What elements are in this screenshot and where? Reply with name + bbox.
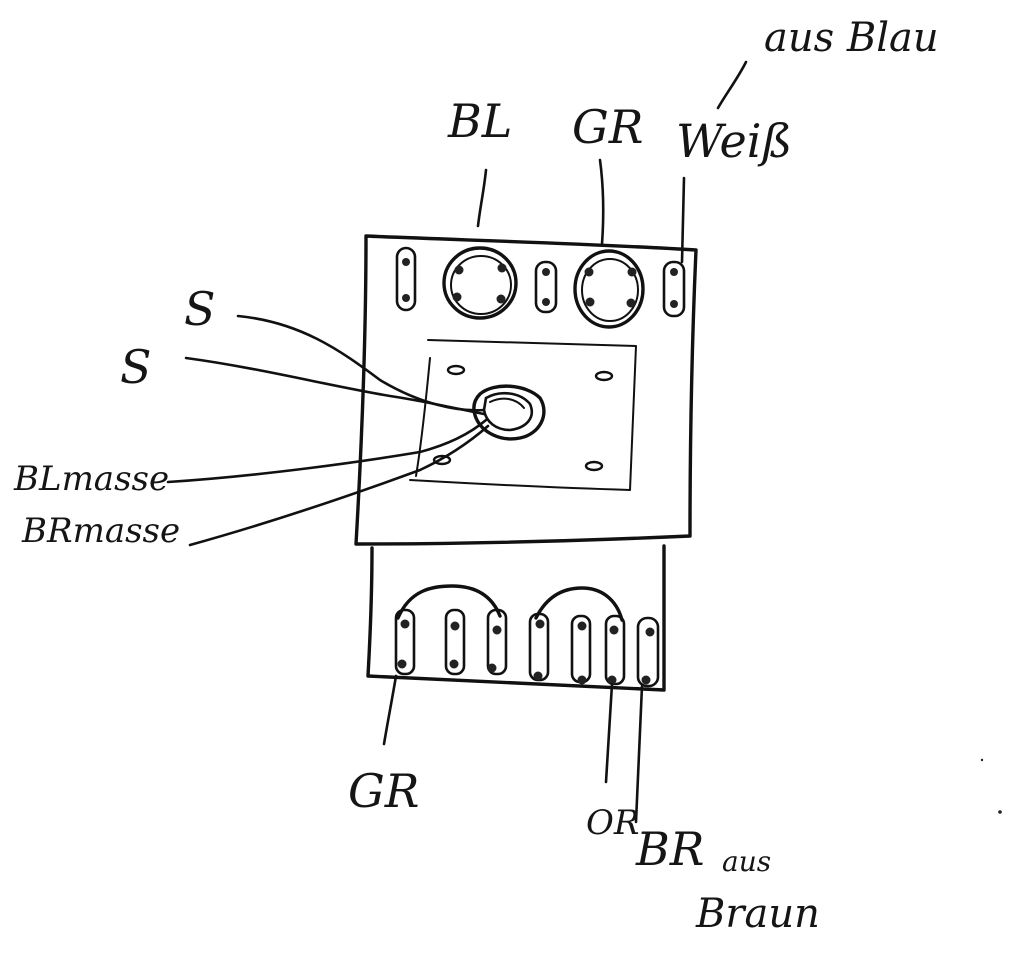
lower-pin-4 bbox=[528, 612, 550, 682]
lower-pin-6 bbox=[604, 614, 626, 686]
label-blue-ground: BLmasse bbox=[14, 459, 170, 499]
central-grommet bbox=[472, 384, 546, 441]
wire-signal-1 bbox=[236, 314, 486, 412]
wire-bottom-orange bbox=[604, 682, 614, 784]
mounting-plate bbox=[409, 339, 637, 491]
wire-brown-ground bbox=[188, 424, 490, 547]
top-terminal-blue bbox=[442, 246, 518, 320]
top-terminal-green bbox=[573, 249, 645, 329]
top-slot-left bbox=[395, 246, 417, 312]
lower-pin-5 bbox=[570, 614, 592, 685]
mounting-plate-left-edge bbox=[415, 357, 431, 477]
wire-bottom-green bbox=[382, 674, 398, 746]
wire-top-blue bbox=[476, 168, 488, 228]
stray-mark-2 bbox=[980, 758, 984, 762]
wire-note-arrow bbox=[716, 60, 748, 110]
label-top-white: Weiß bbox=[676, 114, 793, 168]
lower-pin-7 bbox=[636, 616, 660, 688]
plate-hole-bottom-right bbox=[584, 460, 604, 472]
label-brown-ground: BRmasse bbox=[22, 511, 181, 551]
wire-signal-2 bbox=[184, 356, 486, 416]
label-top-blue: BL bbox=[448, 94, 513, 148]
label-top-green: GR bbox=[572, 100, 644, 154]
lower-pin-2 bbox=[444, 608, 466, 676]
label-bottom-orange: OR bbox=[586, 803, 640, 843]
plate-hole-top-right bbox=[594, 370, 614, 382]
stray-mark-1 bbox=[998, 810, 1002, 814]
lower-pin-3 bbox=[486, 608, 508, 676]
label-top-white-note: aus Blau bbox=[764, 15, 939, 61]
label-signal-1: S bbox=[184, 282, 216, 336]
label-bottom-green: GR bbox=[348, 764, 420, 818]
label-bottom-brown: BR bbox=[636, 822, 705, 876]
lower-bridge-right bbox=[534, 586, 624, 622]
wire-top-green bbox=[598, 158, 605, 246]
label-bottom-brown-note-1: aus bbox=[722, 845, 772, 878]
wire-bottom-brown bbox=[634, 684, 644, 824]
wire-top-white bbox=[680, 176, 686, 264]
top-slot-right bbox=[662, 260, 686, 318]
wire-blue-ground bbox=[166, 418, 488, 484]
top-slot-middle bbox=[534, 260, 558, 314]
label-signal-2: S bbox=[120, 340, 152, 394]
label-bottom-brown-note-2: Braun bbox=[696, 891, 820, 937]
lower-bridge-left bbox=[396, 584, 502, 620]
lower-housing bbox=[366, 544, 666, 692]
upper-housing bbox=[354, 234, 698, 546]
plate-hole-top-left bbox=[446, 364, 466, 376]
lower-pin-1 bbox=[394, 608, 416, 676]
